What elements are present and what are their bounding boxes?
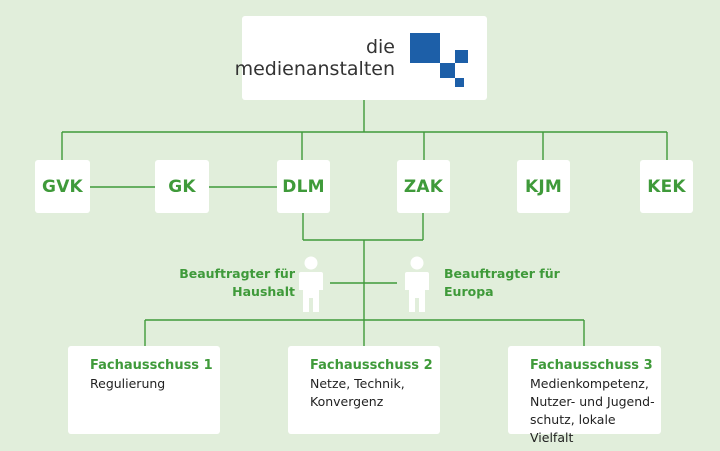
committee-title: Fachausschuss 1 — [90, 358, 213, 373]
committee-2: Fachausschuss 2 Netze, Technik, Konverge… — [288, 346, 440, 434]
committee-description: Netze, Technik, Konvergenz — [310, 376, 405, 409]
commissioner-budget-label: Beauftragter für Haushalt — [179, 266, 295, 299]
org-label: KEK — [647, 176, 686, 197]
org-kjm: KJM — [517, 160, 570, 213]
logo-line-2: medienanstalten — [234, 58, 395, 80]
committee-title: Fachausschuss 2 — [310, 358, 433, 373]
committee-description: Medienkompetenz, Nutzer- und Jugend- sch… — [530, 376, 655, 445]
org-label: DLM — [282, 176, 325, 197]
medienanstalten-logo-icon — [410, 33, 468, 87]
org-label: KJM — [524, 176, 562, 197]
logo-box: die medienanstalten — [235, 16, 487, 100]
committee-1: Fachausschuss 1 Regulierung — [68, 346, 220, 434]
logo-wordmark: die medienanstalten — [235, 36, 395, 80]
org-kek: KEK — [640, 160, 693, 213]
committee-title: Fachausschuss 3 — [530, 358, 653, 373]
org-label: GK — [168, 176, 196, 197]
org-gvk: GVK — [35, 160, 90, 213]
commissioner-europe-label: Beauftragter für Europa — [444, 266, 560, 299]
committee-description: Regulierung — [90, 376, 166, 391]
org-label: GVK — [42, 176, 83, 197]
org-zak: ZAK — [397, 160, 450, 213]
org-gk: GK — [155, 160, 209, 213]
committee-3: Fachausschuss 3 Medienkompetenz, Nutzer-… — [508, 346, 661, 445]
org-label: ZAK — [403, 176, 444, 197]
logo-line-1: die — [365, 36, 395, 58]
org-dlm: DLM — [277, 160, 330, 213]
person-icon — [299, 256, 323, 312]
person-icon — [405, 256, 429, 312]
